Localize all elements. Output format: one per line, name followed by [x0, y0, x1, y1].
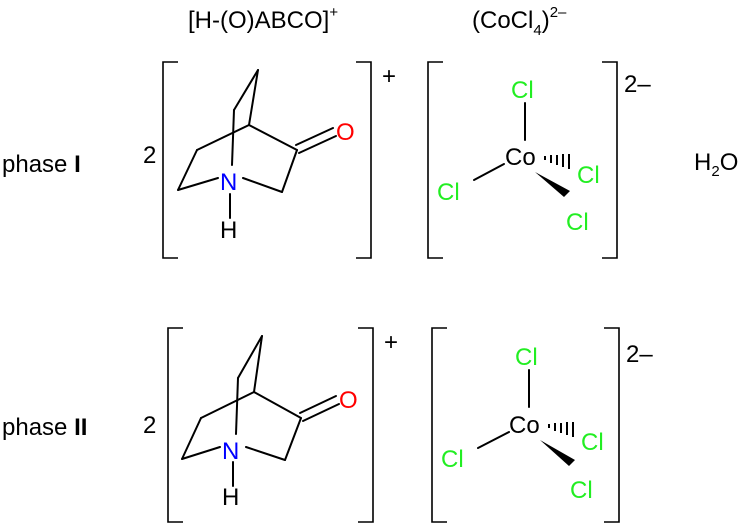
- phase-2-anion-bracket-left: [431, 327, 447, 523]
- phase-2-nitrogen-atom: N: [222, 438, 239, 465]
- anion-header: (CoCl4)2–: [472, 4, 567, 39]
- phase-1-row: phase I 2 + O N H 2–: [2, 61, 738, 259]
- phase-2-chlorine-left: Cl: [441, 446, 464, 473]
- phase-2-anion-charge: 2–: [626, 341, 653, 368]
- phase-1-cobalt-atom: Co: [505, 144, 536, 171]
- cation-header-text: [H-(O)ABCO]: [188, 7, 329, 34]
- phase-2-chlorine-bottom: Cl: [570, 477, 593, 504]
- phase-1-cation-charge: +: [382, 63, 396, 90]
- phase-1-label-roman: I: [74, 151, 81, 178]
- phase-1-cobalt-complex: Co Cl Cl Cl Cl: [437, 77, 600, 236]
- phase-1-cation-bracket-left: [162, 61, 178, 259]
- phase-2-cobalt-atom: Co: [509, 412, 540, 439]
- phase-1-label-prefix: phase: [2, 151, 74, 178]
- phase-1-hydrogen-atom: H: [220, 217, 237, 244]
- phase-1-wedge-bond: [535, 172, 570, 197]
- phase-2-label-prefix: phase: [2, 414, 74, 441]
- anion-header-sub: 4: [533, 22, 541, 39]
- phase-1-cation-bracket-right: [356, 61, 372, 259]
- cation-header-charge: +: [329, 4, 338, 21]
- phase-1-coefficient: 2: [143, 142, 156, 169]
- phase-1-nitrogen-atom: N: [220, 169, 237, 196]
- cation-header: [H-(O)ABCO]+: [188, 4, 338, 34]
- phase-2-quinuclidinone: O N H: [181, 335, 358, 511]
- water-o: O: [720, 149, 739, 176]
- phase-2-cobalt-complex: Co Cl Cl Cl Cl: [441, 344, 604, 504]
- phase-1-label: phase I: [2, 151, 81, 178]
- phase-2-wedge-bond: [540, 440, 575, 466]
- anion-header-text: (CoCl: [472, 7, 533, 34]
- phase-1-water: H2O: [694, 149, 738, 180]
- phase-2-row: phase II 2 + O N H 2–: [2, 327, 653, 523]
- phase-2-chlorine-right: Cl: [581, 429, 604, 456]
- phase-1-chlorine-left: Cl: [437, 179, 460, 206]
- water-sub: 2: [711, 163, 719, 180]
- phase-1-anion-bracket-left: [427, 61, 443, 259]
- phase-2-chlorine-top: Cl: [515, 344, 538, 371]
- phase-2-cation-bracket-right: [358, 327, 374, 523]
- water-h: H: [694, 149, 711, 176]
- phase-2-cation-charge: +: [384, 329, 398, 356]
- phase-2-label: phase II: [2, 414, 87, 441]
- phase-2-hydrogen-atom: H: [222, 484, 239, 511]
- anion-header-close: ): [542, 7, 550, 34]
- phase-1-quinuclidinone: O N H: [177, 69, 355, 244]
- anion-header-charge: 2–: [550, 4, 567, 21]
- phase-1-chlorine-bottom: Cl: [566, 209, 589, 236]
- phase-2-label-roman: II: [74, 414, 87, 441]
- phase-1-oxygen-atom: O: [336, 119, 355, 146]
- phase-2-oxygen-atom: O: [339, 387, 358, 414]
- phase-2-hashed-bond: [548, 422, 574, 437]
- phase-2-anion-bracket-right: [604, 327, 620, 523]
- phase-1-chlorine-top: Cl: [511, 77, 534, 104]
- phase-1-anion-charge: 2–: [624, 71, 651, 98]
- phase-1-hashed-bond: [544, 154, 570, 169]
- phase-2-coefficient: 2: [143, 412, 156, 439]
- phase-1-anion-bracket-right: [602, 61, 618, 259]
- phase-1-chlorine-right: Cl: [577, 162, 600, 189]
- phase-2-cation-bracket-left: [167, 327, 183, 523]
